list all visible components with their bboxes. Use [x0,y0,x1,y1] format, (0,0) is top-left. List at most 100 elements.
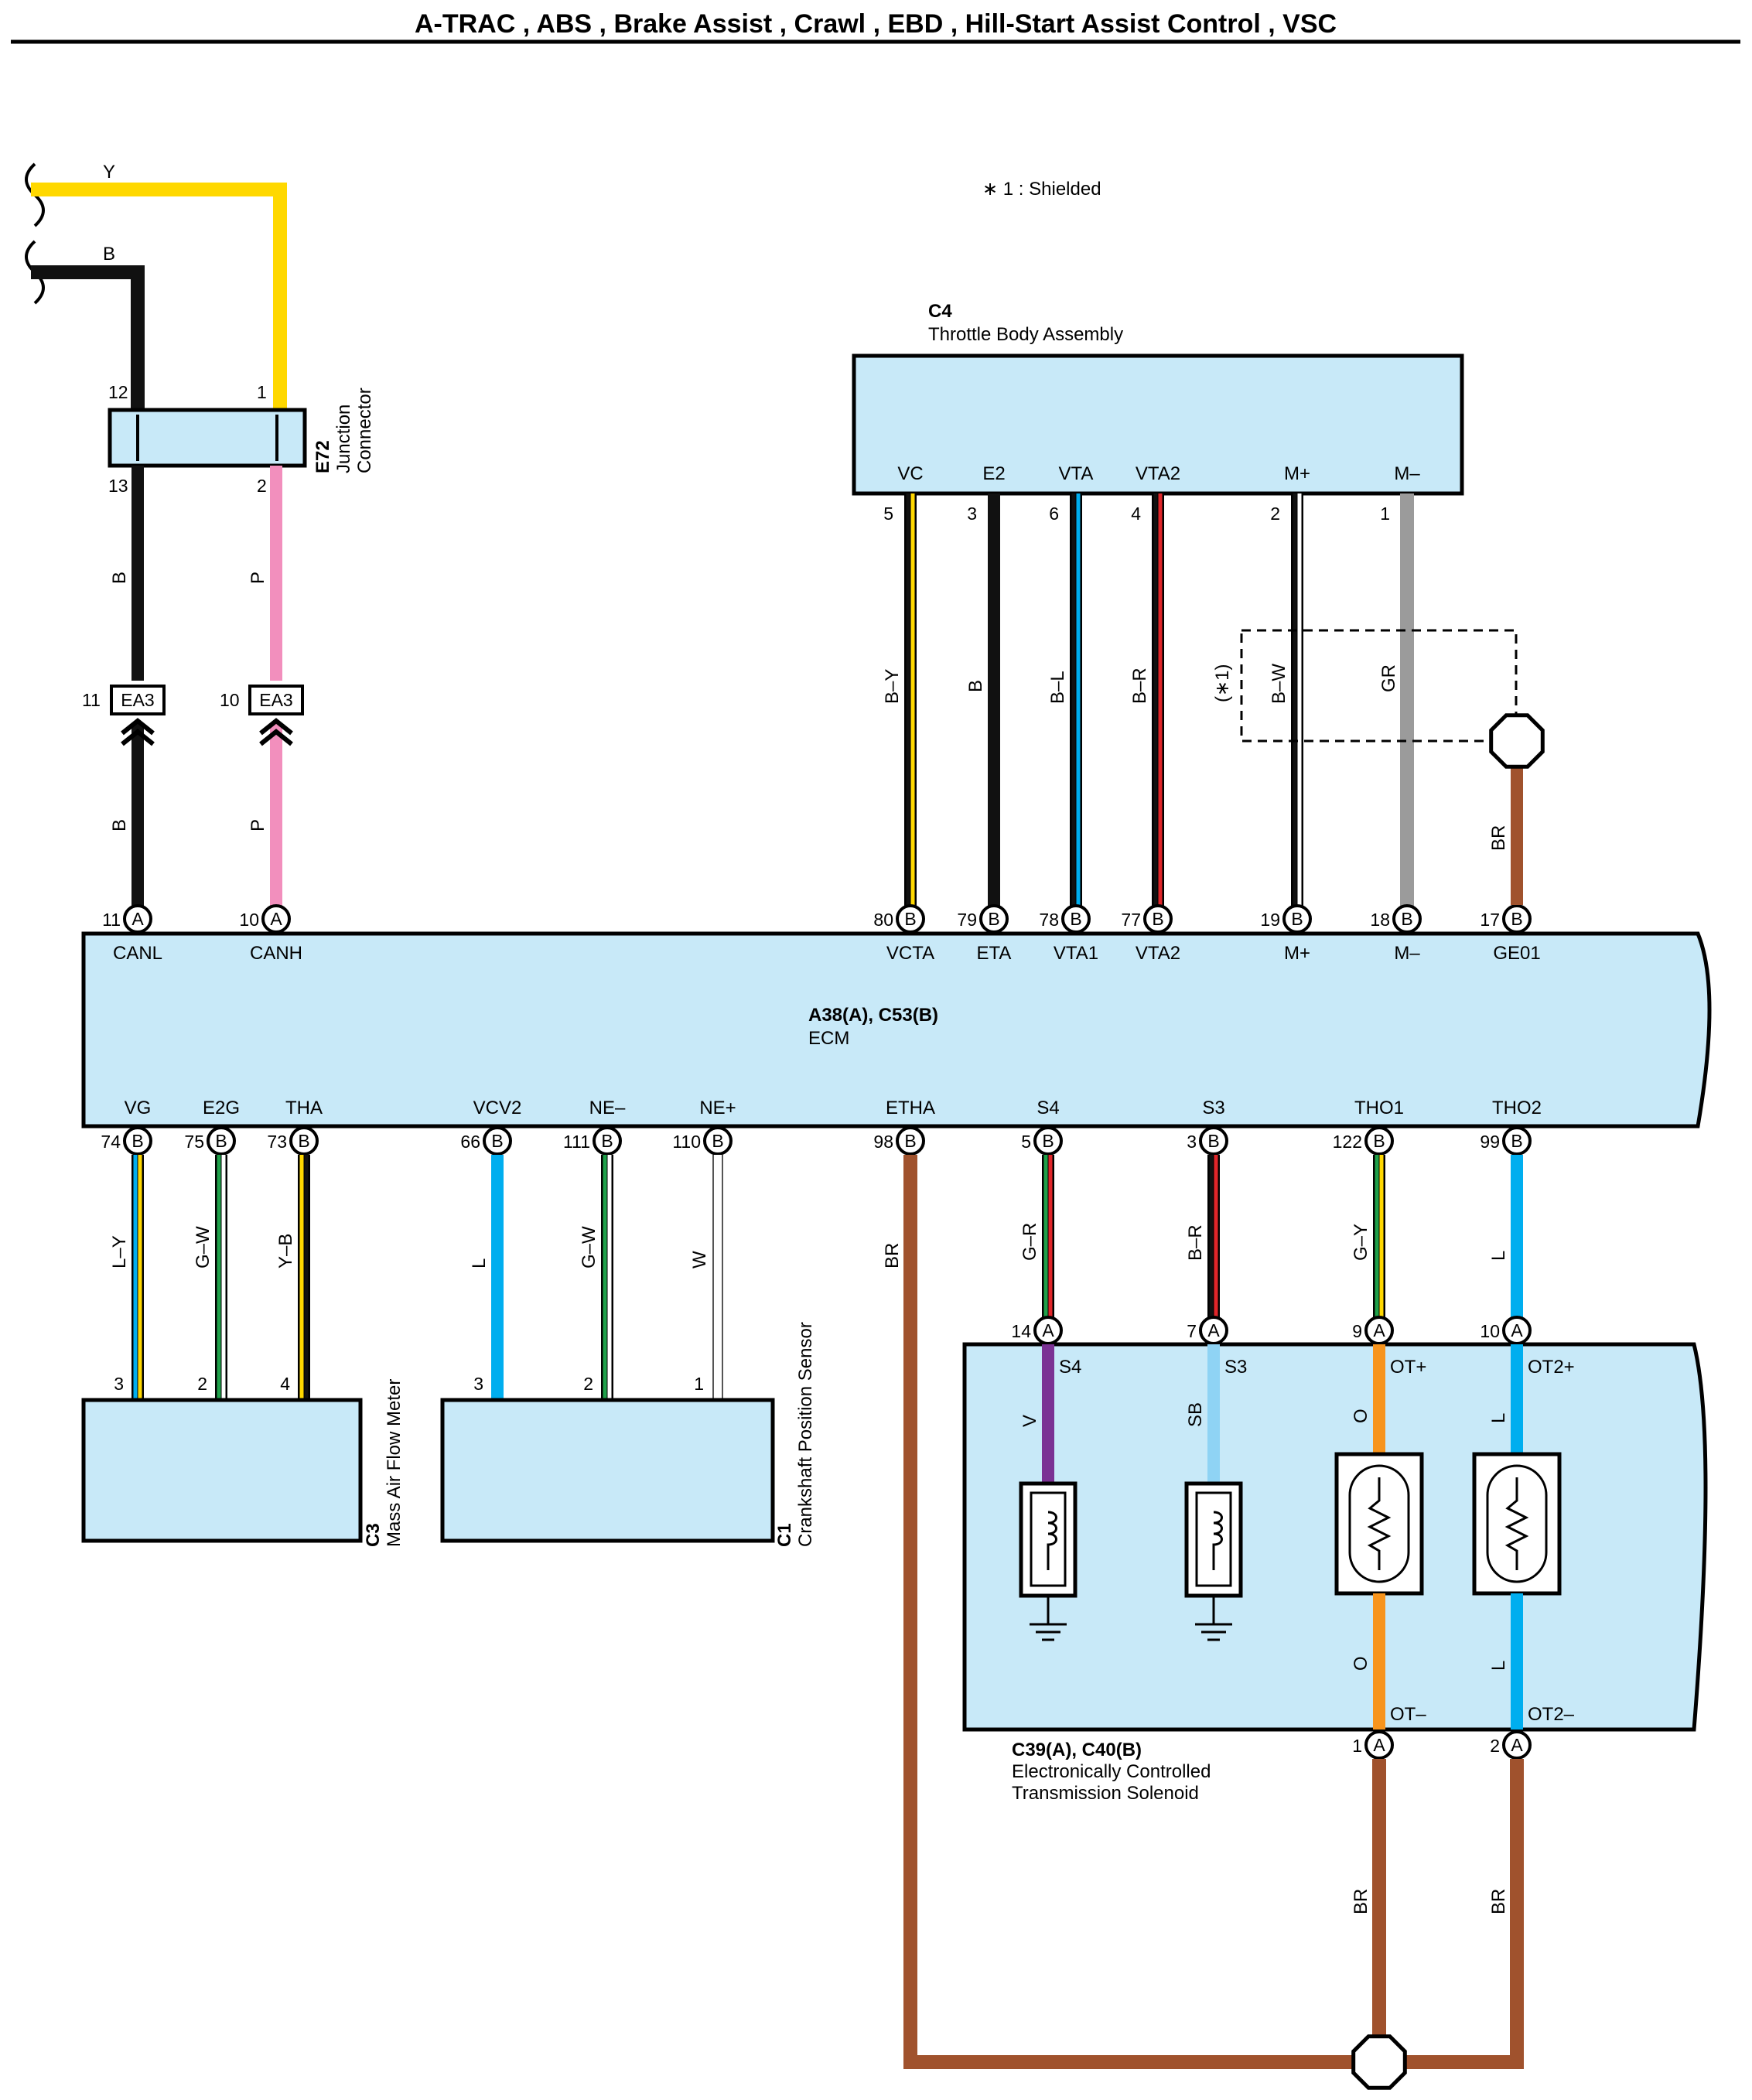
ecm-top-pin-78-label: VTA1 [1054,943,1098,964]
ecm-bottom-pin-74-circle [123,1126,152,1156]
throttle-2-terminal-label: E2 [982,463,1005,484]
thermistor-2-resistor [1504,1477,1529,1570]
ecm-top-pin-10-label: CANH [250,943,302,964]
ecm-top-pin-11-label: CANL [113,943,162,964]
ecm-bottom-pin-66-number: 66 [460,1132,480,1152]
ecm-bottom-pin-99-wire-label: L [1488,1251,1509,1261]
thermistor-2-capsule [1486,1464,1548,1583]
ecm-bottom-pin-111-wire-label: G–W [579,1226,599,1269]
canl-wire-upper-label: B [109,572,130,584]
ecm-top-pin-78-number: 78 [1039,910,1059,930]
ecm-top-pin-77-circle [1143,904,1173,934]
ecm-top-pin-18-label: M– [1394,943,1420,964]
ecm-bottom-pin-110-number: 110 [672,1132,701,1152]
ecm-bottom-pin-122-number: 122 [1333,1132,1362,1152]
b-wire [31,265,145,410]
thermistor-1-upper-wire-label: O [1351,1409,1371,1423]
ot2-minus-return-wire [1379,1759,1524,2069]
throttle-5-wire-label: B–W [1269,664,1289,704]
junction-connector-e72: 12 1 13 2 E72 Junction Connector [108,382,375,496]
ecm-top-pin-17-number: 17 [1480,910,1500,930]
junction-pin-1: 1 [257,382,267,402]
throttle-name: Throttle Body Assembly [928,324,1123,345]
ecm-bottom-pin-5-number: 5 [1021,1132,1031,1152]
can-wires: B P B P [109,466,282,919]
ecm-bottom-pin-74-number: 74 [101,1132,121,1152]
ecm-bottom-pin-122-label: THO1 [1354,1098,1404,1118]
ecm-bottom-pin-75-wire-label: G–W [193,1226,213,1269]
ecm-bottom-pin-110-circle [703,1126,733,1156]
junction-name-1: Junction [333,405,354,473]
ecm-code: A38(A), C53(B) [808,1005,938,1026]
ecm-bottom-pin-74-label: VG [125,1098,152,1118]
throttle-5-terminal-label: M+ [1284,463,1310,484]
ecm-bottom-pin-66-circle [483,1126,512,1156]
ecm-bottom-pin-99-letter: B [1511,1131,1522,1151]
ecm-bottom-pin-122-wire-label: G–Y [1351,1224,1371,1261]
ecm-bottom-pin-98-number: 98 [873,1132,893,1152]
throttle-5-terminal-pin: 2 [1270,504,1280,524]
throttle-3-terminal-label: VTA [1059,463,1094,484]
ecm-bottom-pin-111-number: 111 [563,1132,590,1152]
ecm-top-pin-17-circle [1502,904,1532,934]
ecm-bottom-pin-3-wire-label: B–R [1185,1224,1206,1261]
ecm-bottom-pin-99-number: 99 [1480,1132,1500,1152]
y-wire-label: Y [103,162,115,183]
ecm-bottom-pin-99-dest-letter: A [1511,1320,1523,1340]
connector-ea3-canh: EA3 10 [220,685,304,746]
thermistor-2-bottom-pin-circle [1502,1730,1532,1760]
solenoid-2-body [1184,1481,1243,1598]
throttle-6-wire-label: GR [1378,664,1399,692]
trans-code: C39(A), C40(B) [1012,1740,1142,1760]
crank-name: Crankshaft Position Sensor [795,1322,816,1547]
ecm-top-pin-80-circle [896,904,925,934]
maf-code: C3 [363,1523,384,1547]
thermistor-2-bottom-pin-letter: A [1511,1735,1523,1755]
ecm-bottom-pin-99-label: THO2 [1492,1098,1542,1118]
ecm-bottom-pin-66-label: VCV2 [473,1098,522,1118]
ecm-bottom-pin-110-wire-label: W [689,1251,710,1269]
ecm-bottom-pin-3-letter: B [1207,1131,1219,1151]
maf-name: Mass Air Flow Meter [384,1379,405,1547]
ea3-pin-10: 10 [220,690,240,710]
ecm-bottom-pin-75-letter: B [215,1131,227,1151]
ecm-bottom-pin-73-dest-pin: 4 [280,1374,290,1394]
ecm-top-pin-10-letter: A [270,909,282,929]
ecm-bottom-pin-5-dest-letter: A [1042,1320,1054,1340]
crankshaft-position-sensor: C1 Crankshaft Position Sensor [440,1322,816,1547]
throttle-1-wire-label: B–Y [882,669,903,704]
ecm-bottom-pin-111-label: NE– [589,1098,626,1118]
ecm-bottom-pin-75-circle [207,1126,236,1156]
ecm-top-pin-19-label: M+ [1284,943,1310,964]
ecm-top-pin-77-letter: B [1152,909,1163,929]
ecm-top-pin-77-number: 77 [1121,910,1141,930]
throttle-2-terminal-pin: 3 [967,504,977,524]
ecm-bottom-pin-3-dest-pin: 7 [1187,1321,1197,1341]
ecm-bottom-pin-75-number: 75 [184,1132,204,1152]
ecm-bottom-pin-75-dest-pin: 2 [197,1374,207,1394]
ecm-top-pin-19-number: 19 [1260,910,1280,930]
throttle-3-terminal-pin: 6 [1049,504,1059,524]
ecm-bottom-pin-74-letter: B [131,1131,143,1151]
ea3-label-canh: EA3 [259,690,292,710]
ecm-top-pin-80-letter: B [904,909,916,929]
throttle-6-terminal-label: M– [1394,463,1420,484]
ecm-top-pin-18-circle [1392,904,1422,934]
shield-note: ∗ 1 : Shielded [982,179,1101,200]
ecm-top-pin-79-letter: B [988,909,999,929]
connector-ea3-canl: EA3 11 [82,685,166,746]
junction-pin-12: 12 [108,382,128,402]
trans-name-1: Electronically Controlled [1012,1761,1211,1782]
thermistor-2-lower-wire-label: L [1488,1661,1509,1671]
ecm-top-pin-19-letter: B [1291,909,1303,929]
throttle-4-terminal-label: VTA2 [1136,463,1180,484]
thermistor-1-bottom-pin-circle [1364,1730,1394,1760]
ecm-top-pin-80-number: 80 [873,910,893,930]
ecm-top-pin-78-circle [1061,904,1091,934]
thermistor-2-lower-terminal-label: OT2– [1528,1704,1575,1725]
ecm-top-pin-77-label: VTA2 [1136,943,1180,964]
y-wire [31,183,287,410]
ecm-top-pin-11-circle [123,904,152,934]
